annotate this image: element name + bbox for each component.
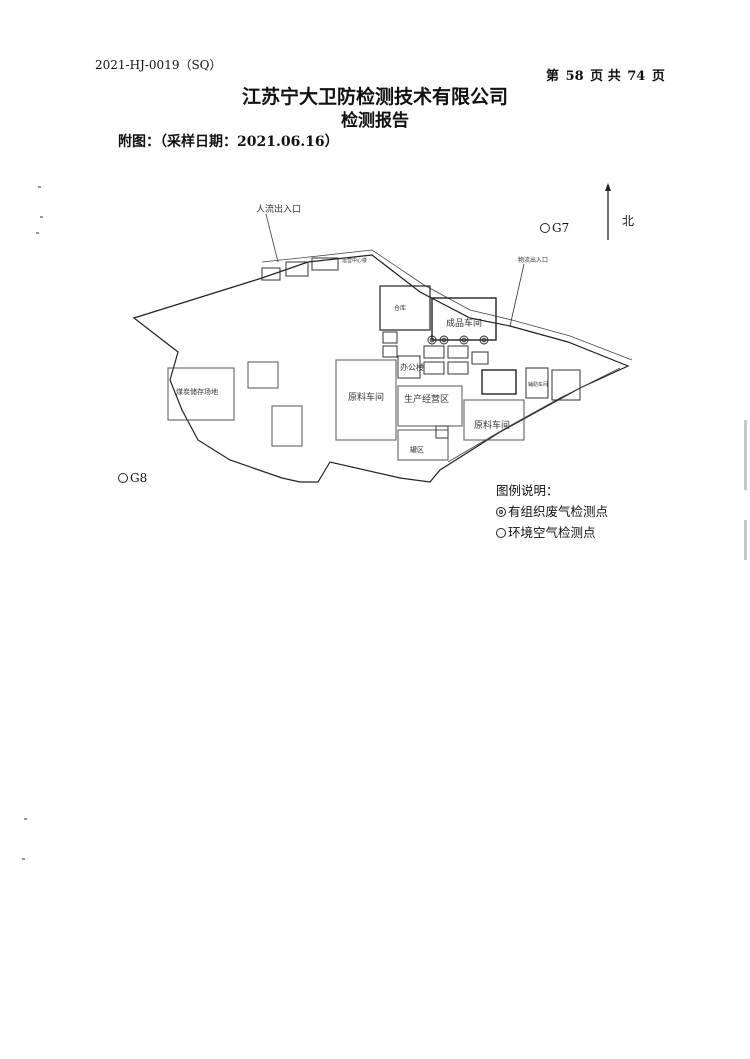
organized-points — [427, 335, 489, 345]
page-prefix: 第 — [546, 69, 560, 84]
company-name: 江苏宁大卫防检测技术有限公司 — [241, 86, 508, 108]
raw-workshop-2-building — [463, 399, 525, 441]
page-mid: 页 共 — [590, 69, 621, 84]
small-building-7 — [447, 361, 469, 375]
raw-workshop-building — [335, 359, 397, 441]
ambient-point-icon — [540, 223, 550, 233]
right-building — [551, 369, 581, 401]
north-label: 北 — [622, 214, 635, 228]
scan-mark — [744, 520, 747, 560]
ambient-point-icon — [118, 473, 128, 483]
page-indicator: 第 58 页 共 74 页 — [546, 65, 667, 84]
legend: 图例说明： 有组织废气检测点 环境空气检测点 — [496, 480, 608, 543]
label-raw-workshop-2: 原料车间 — [474, 419, 510, 431]
double-circle-icon — [496, 507, 506, 517]
small-building-2 — [382, 345, 398, 358]
office-center-building — [311, 257, 339, 271]
entrance-leader — [265, 213, 279, 263]
scan-mark — [744, 420, 747, 490]
label-logistics-entrance: 物流出入口 — [518, 256, 548, 264]
label-entrance: 人流出入口 — [256, 203, 301, 215]
label-warehouse-a: 仓库 — [394, 304, 406, 312]
label-tank: 罐区 — [410, 445, 424, 454]
auxiliary-building — [525, 367, 549, 399]
legend-organized-label: 有组织废气检测点 — [508, 504, 609, 519]
site-road-2 — [447, 367, 621, 463]
small-building-5 — [471, 351, 489, 365]
gate-house-2 — [285, 261, 309, 277]
finished-workshop — [431, 297, 497, 341]
left-yard — [167, 367, 235, 421]
plant-shed — [271, 405, 303, 447]
office-building — [397, 355, 421, 379]
point-g8: G8 — [118, 471, 147, 485]
report-title: 检测报告 — [341, 111, 409, 131]
point-g8-label: G8 — [130, 471, 148, 485]
point-g7: G7 — [540, 221, 569, 235]
label-plant-right: 辅助车间 — [528, 381, 548, 388]
warehouse-a — [379, 285, 431, 331]
circle-icon — [496, 528, 506, 538]
north-arrow-head — [605, 183, 611, 191]
label-office-center: 运营中心楼 — [342, 257, 367, 264]
page-current: 58 — [565, 69, 584, 84]
scan-mark — [36, 232, 39, 234]
point-g7-label: G7 — [552, 221, 570, 235]
label-finished-workshop: 成品车间 — [446, 317, 482, 329]
legend-title: 图例说明： — [496, 483, 559, 498]
small-building-8 — [435, 425, 449, 439]
gate-house — [261, 267, 281, 281]
small-building-6 — [423, 361, 445, 375]
left-shed — [247, 361, 279, 389]
production-area-building — [397, 385, 463, 427]
label-production-area: 生产经营区 — [404, 393, 449, 405]
label-raw-workshop: 原料车间 — [348, 391, 384, 403]
small-building-4 — [447, 345, 469, 359]
attachment-caption: 附图：（采样日期：2021.06.16） — [118, 134, 339, 150]
site-road — [261, 249, 633, 361]
legend-item-ambient: 环境空气检测点 — [496, 522, 608, 543]
scan-mark — [24, 818, 27, 820]
scan-mark — [40, 216, 43, 218]
equipment-block — [481, 369, 517, 395]
page-suffix: 页 — [651, 69, 665, 84]
tank-area — [397, 429, 449, 461]
label-office: 办公楼 — [400, 362, 424, 372]
label-plant-left: 煤炭储存场地 — [176, 387, 218, 396]
site-boundary — [132, 254, 630, 483]
legend-item-organized: 有组织废气检测点 — [496, 501, 608, 522]
logistics-leader — [509, 263, 525, 327]
scan-mark — [22, 858, 25, 860]
small-building-3 — [423, 345, 445, 359]
document-number: 2021-HJ-0019（SQ） — [95, 58, 222, 72]
scan-mark — [38, 186, 41, 188]
page-total: 74 — [627, 69, 646, 84]
small-building-1 — [382, 331, 398, 344]
legend-ambient-label: 环境空气检测点 — [508, 525, 596, 540]
